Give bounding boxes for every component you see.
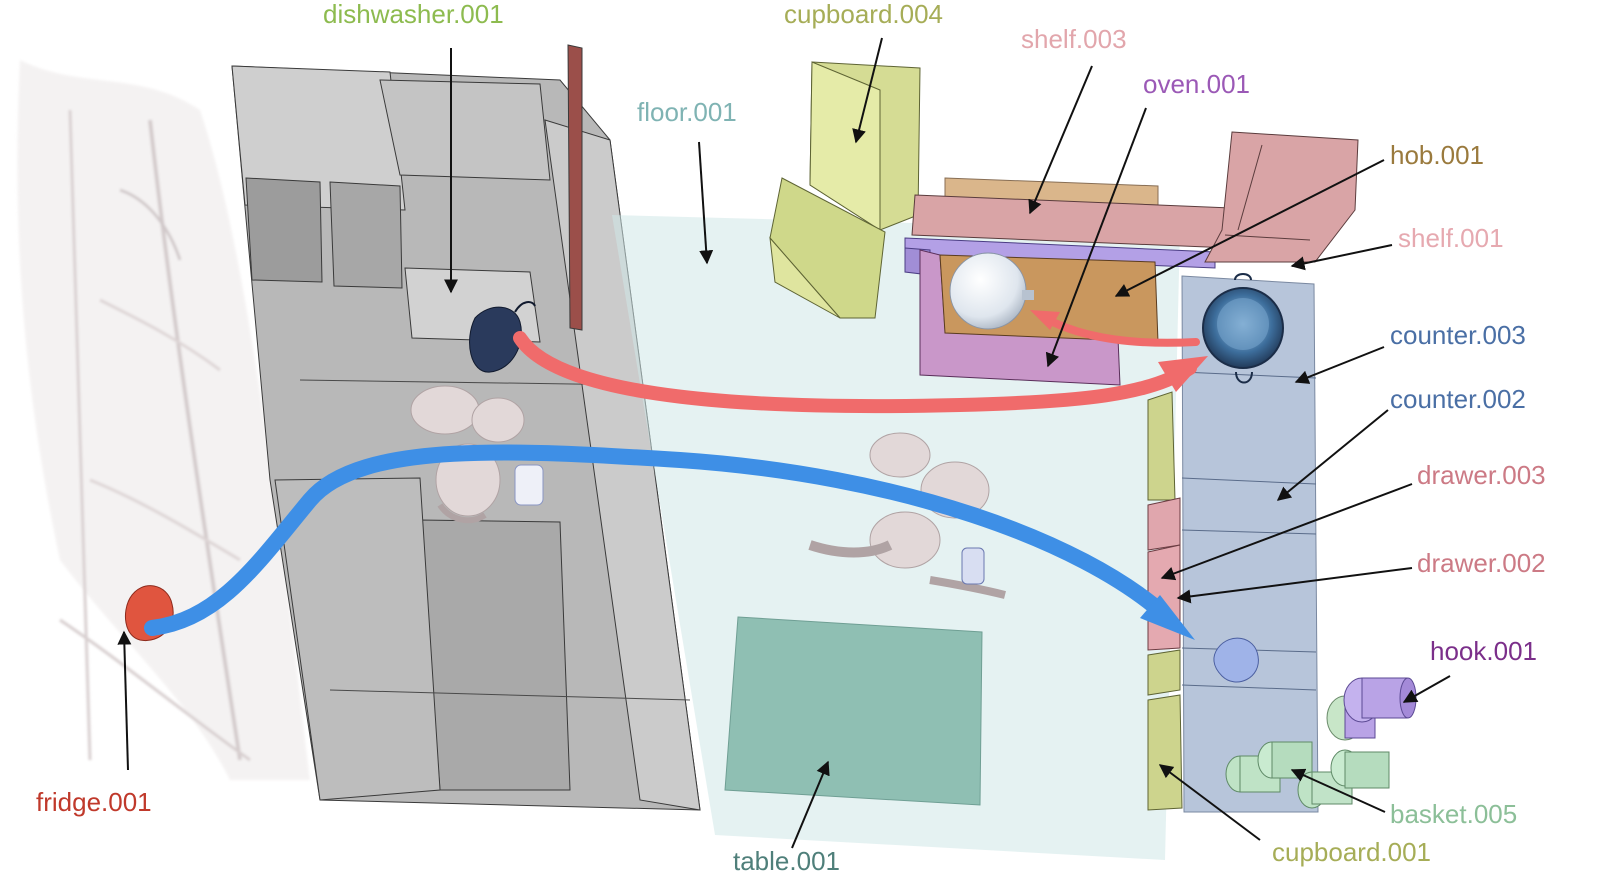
table-shape (724, 616, 983, 806)
point-cloud (17, 60, 310, 780)
label-shelf001: shelf.001 (1398, 223, 1504, 253)
basket-shape (1225, 741, 1390, 809)
small-object (1213, 637, 1259, 683)
label-counter003: counter.003 (1390, 320, 1526, 350)
label-table: table.001 (733, 846, 840, 876)
kitchen-units (231, 44, 701, 811)
label-floor: floor.001 (637, 97, 737, 127)
pot-object (1202, 273, 1284, 384)
label-fridge: fridge.001 (36, 787, 152, 817)
label-shelf003: shelf.003 (1021, 24, 1127, 54)
human-figure-1 (410, 385, 544, 524)
label-basket: basket.005 (1390, 799, 1517, 829)
label-dishwasher: dishwasher.001 (323, 0, 504, 29)
label-cupboard001: cupboard.001 (1272, 837, 1431, 867)
red-trajectory (513, 310, 1208, 414)
label-counter002: counter.002 (1390, 384, 1526, 414)
blue-trajectory (144, 444, 1195, 640)
cupboard004-shape (769, 61, 921, 319)
label-drawer002: drawer.002 (1417, 548, 1546, 578)
labels: dishwasher.001 cupboard.004 shelf.003 ov… (36, 0, 1546, 876)
label-drawer003: drawer.003 (1417, 460, 1546, 490)
kettle-object (469, 301, 536, 373)
label-hook: hook.001 (1430, 636, 1537, 666)
bowl-object (949, 252, 1034, 330)
label-oven: oven.001 (1143, 69, 1250, 99)
hook-shape (1326, 677, 1417, 741)
shelf001-shape (1204, 131, 1359, 263)
shelf003-shape (904, 177, 1281, 276)
human-figure-2 (808, 432, 1006, 599)
pointer-lines (117, 37, 1451, 849)
label-hob: hob.001 (1390, 140, 1484, 170)
label-cupboard004: cupboard.004 (784, 0, 943, 29)
